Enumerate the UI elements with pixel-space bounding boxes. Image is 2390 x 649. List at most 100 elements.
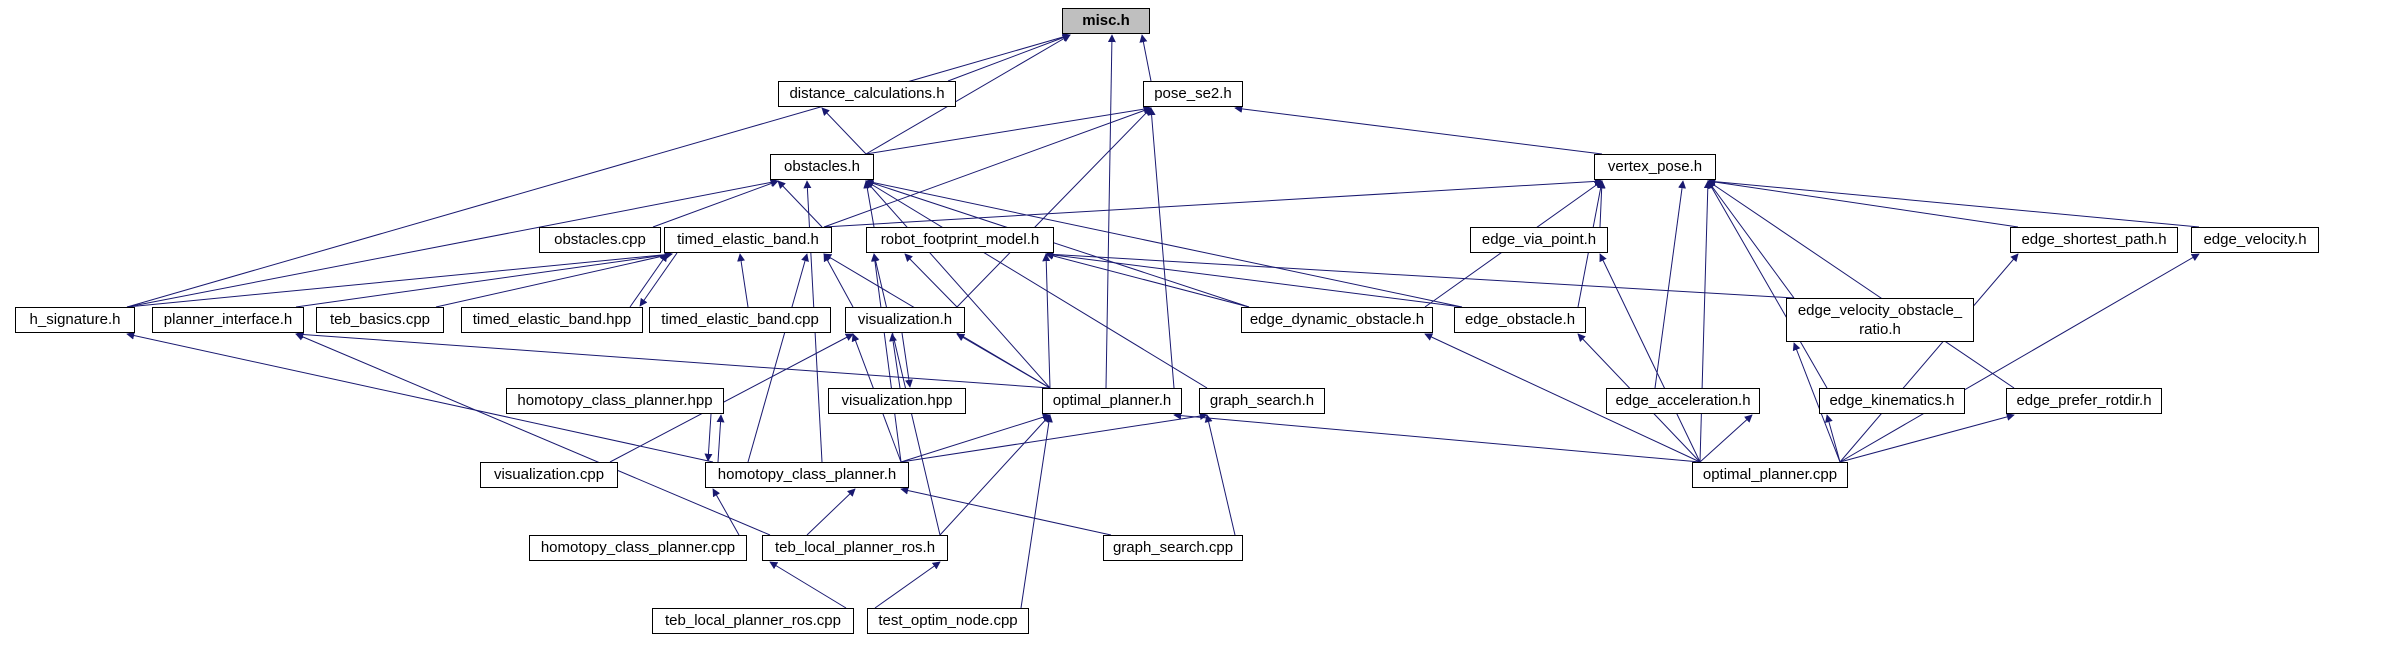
- graph-node-visualization_h[interactable]: visualization.h: [845, 307, 965, 333]
- include-edge-test_optim_node-to-optimal_planner_h: [1020, 414, 1053, 609]
- include-edge-graph_search_cpp-to-graph_search_h: [1204, 414, 1236, 536]
- include-edge-edge_velocity-to-vertex_pose: [1707, 177, 2200, 228]
- graph-node-misc[interactable]: misc.h: [1062, 8, 1150, 34]
- include-edge-teb_ros_h-to-optimal_planner_h: [939, 414, 1051, 536]
- include-edge-hcp_h-to-graph_search_h: [900, 412, 1208, 463]
- graph-node-graph_search_h[interactable]: graph_search.h: [1199, 388, 1325, 414]
- include-edge-optimal_planner_h-to-pose_se2: [1147, 107, 1175, 389]
- graph-node-teb_h[interactable]: timed_elastic_band.h: [664, 227, 832, 253]
- graph-node-edge_acceleration[interactable]: edge_acceleration.h: [1606, 388, 1760, 414]
- graph-node-edge_kinematics[interactable]: edge_kinematics.h: [1819, 388, 1965, 414]
- include-edge-teb_ros_h-to-hcp_h: [806, 488, 856, 536]
- include-edge-edge_acceleration-to-vertex_pose: [1654, 180, 1686, 389]
- include-edge-obstacles_cpp-to-obstacles_h: [652, 179, 779, 228]
- include-edge-planner_interface-to-teb_h: [295, 251, 673, 308]
- include-edge-h_signature-to-teb_h: [126, 250, 673, 308]
- include-edge-edge_obstacle-to-robot_footprint: [1045, 250, 1463, 308]
- include-edge-graph_search_h-to-obstacles_h: [865, 180, 1208, 389]
- include-edge-hcp_h-to-optimal_planner_h: [900, 413, 1051, 463]
- graph-node-edge_vel_obs_ratio[interactable]: edge_velocity_obstacle_ ratio.h: [1786, 298, 1974, 342]
- graph-node-optimal_planner_cpp[interactable]: optimal_planner.cpp: [1692, 462, 1848, 488]
- include-edge-optimal_planner_cpp-to-edge_shortest_path: [1839, 253, 2019, 463]
- include-edge-teb_h-to-obstacles_h: [777, 180, 823, 228]
- include-edge-obstacles_h-to-misc: [865, 34, 1071, 155]
- include-edge-hcp_hpp-to-hcp_h: [704, 413, 713, 462]
- include-edge-hcp_h-to-h_signature: [126, 331, 714, 463]
- include-edge-pose_se2-to-misc: [1139, 34, 1152, 82]
- graph-node-obstacles_cpp[interactable]: obstacles.cpp: [539, 227, 661, 253]
- include-edge-obstacles_h-to-pose_se2: [865, 105, 1152, 155]
- graph-node-h_signature[interactable]: h_signature.h: [15, 307, 135, 333]
- include-edge-teb_h-to-pose_se2: [823, 106, 1152, 228]
- include-edge-edge_dynamic_obstacle-to-obstacles_h: [865, 179, 1250, 308]
- graph-node-edge_obstacle[interactable]: edge_obstacle.h: [1454, 307, 1586, 333]
- graph-node-edge_velocity[interactable]: edge_velocity.h: [2191, 227, 2319, 253]
- include-edge-teb_cpp-to-teb_h: [737, 253, 749, 308]
- include-edge-edge_shortest_path-to-vertex_pose: [1707, 178, 2019, 228]
- include-edge-optimal_planner_cpp-to-edge_prefer_rotdir: [1839, 413, 2015, 463]
- include-edge-visualization_hpp-to-visualization_h: [889, 333, 901, 389]
- include-edge-optimal_planner_cpp-to-edge_dynamic_obstacle: [1424, 333, 1701, 463]
- graph-node-edge_shortest_path[interactable]: edge_shortest_path.h: [2010, 227, 2178, 253]
- include-edge-teb_ros_cpp-to-teb_ros_h: [769, 561, 847, 609]
- include-edge-edge_dynamic_obstacle-to-robot_footprint: [1045, 251, 1250, 308]
- include-edge-edge_kinematics-to-vertex_pose: [1707, 180, 1828, 389]
- include-edge-optimal_planner_h-to-misc: [1105, 34, 1116, 389]
- include-edge-optimal_planner_h-to-obstacles_h: [865, 180, 1051, 389]
- include-edge-distance_calculations-to-misc: [947, 33, 1071, 82]
- include-edge-hcp_cpp-to-hcp_h: [712, 488, 740, 536]
- include-edge-h_signature-to-misc: [126, 33, 1071, 308]
- graph-node-test_optim_node[interactable]: test_optim_node.cpp: [867, 608, 1029, 634]
- graph-node-visualization_hpp[interactable]: visualization.hpp: [828, 388, 966, 414]
- include-edge-optimal_planner_cpp-to-edge_vel_obs_ratio: [1792, 342, 1841, 463]
- graph-node-teb_hpp[interactable]: timed_elastic_band.hpp: [461, 307, 643, 333]
- include-edge-teb_h-to-vertex_pose: [823, 177, 1603, 228]
- graph-node-edge_dynamic_obstacle[interactable]: edge_dynamic_obstacle.h: [1241, 307, 1433, 333]
- graph-node-obstacles_h[interactable]: obstacles.h: [770, 154, 874, 180]
- include-edge-optimal_planner_h-to-robot_footprint: [1042, 253, 1051, 389]
- include-edge-h_signature-to-obstacles_h: [126, 178, 779, 308]
- include-edge-edge_obstacle-to-obstacles_h: [865, 178, 1463, 308]
- graph-node-teb_basics[interactable]: teb_basics.cpp: [316, 307, 444, 333]
- include-edge-edge_vel_obs_ratio-to-robot_footprint: [1045, 250, 1795, 299]
- include-edge-optimal_planner_h-to-planner_interface: [295, 330, 1051, 389]
- graph-node-visualization_cpp[interactable]: visualization.cpp: [480, 462, 618, 488]
- graph-node-planner_interface[interactable]: planner_interface.h: [152, 307, 304, 333]
- graph-node-teb_cpp[interactable]: timed_elastic_band.cpp: [649, 307, 831, 333]
- include-edge-visualization_cpp-to-visualization_h: [609, 333, 854, 463]
- include-edge-optimal_planner_cpp-to-vertex_pose: [1699, 180, 1712, 463]
- graph-node-hcp_hpp[interactable]: homotopy_class_planner.hpp: [506, 388, 724, 414]
- graph-node-hcp_cpp[interactable]: homotopy_class_planner.cpp: [529, 535, 747, 561]
- include-edge-edge_prefer_rotdir-to-vertex_pose: [1707, 180, 2015, 389]
- graph-node-edge_prefer_rotdir[interactable]: edge_prefer_rotdir.h: [2006, 388, 2162, 414]
- include-edge-visualization_h-to-teb_h: [823, 253, 854, 308]
- include-edge-edge_vel_obs_ratio-to-vertex_pose: [1707, 180, 1795, 299]
- graph-node-distance_calculations[interactable]: distance_calculations.h: [778, 81, 956, 107]
- graph-node-optimal_planner_h[interactable]: optimal_planner.h: [1042, 388, 1182, 414]
- include-edge-hcp_h-to-robot_footprint: [870, 253, 902, 463]
- graph-node-vertex_pose[interactable]: vertex_pose.h: [1594, 154, 1716, 180]
- graph-node-graph_search_cpp[interactable]: graph_search.cpp: [1103, 535, 1243, 561]
- include-edge-teb_ros_h-to-planner_interface: [295, 333, 771, 536]
- include-edge-hcp_h-to-hcp_hpp: [716, 414, 725, 463]
- include-edge-hcp_h-to-teb_h: [747, 253, 809, 463]
- include-edge-teb_h-to-teb_hpp: [639, 252, 678, 307]
- graph-node-teb_ros_cpp[interactable]: teb_local_planner_ros.cpp: [652, 608, 854, 634]
- graph-node-teb_ros_h[interactable]: teb_local_planner_ros.h: [762, 535, 948, 561]
- include-edge-optimal_planner_cpp-to-edge_via_point: [1599, 253, 1701, 463]
- include-edge-graph_search_cpp-to-hcp_h: [900, 486, 1112, 536]
- graph-node-robot_footprint[interactable]: robot_footprint_model.h: [866, 227, 1054, 253]
- include-edge-teb_basics-to-teb_h: [435, 251, 673, 308]
- include-edge-visualization_h-to-pose_se2: [956, 107, 1152, 308]
- include-edge-vertex_pose-to-pose_se2: [1234, 104, 1603, 155]
- include-edge-optimal_planner_cpp-to-optimal_planner_h: [1173, 411, 1701, 463]
- include-edge-test_optim_node-to-teb_ros_h: [874, 561, 941, 609]
- include-edge-optimal_planner_cpp-to-edge_acceleration: [1699, 414, 1753, 463]
- graph-node-hcp_h[interactable]: homotopy_class_planner.h: [705, 462, 909, 488]
- graph-node-pose_se2[interactable]: pose_se2.h: [1143, 81, 1243, 107]
- include-edge-obstacles_h-to-distance_calculations: [821, 107, 867, 155]
- include-edge-optimal_planner_cpp-to-edge_kinematics: [1825, 414, 1841, 463]
- graph-node-edge_via_point[interactable]: edge_via_point.h: [1470, 227, 1608, 253]
